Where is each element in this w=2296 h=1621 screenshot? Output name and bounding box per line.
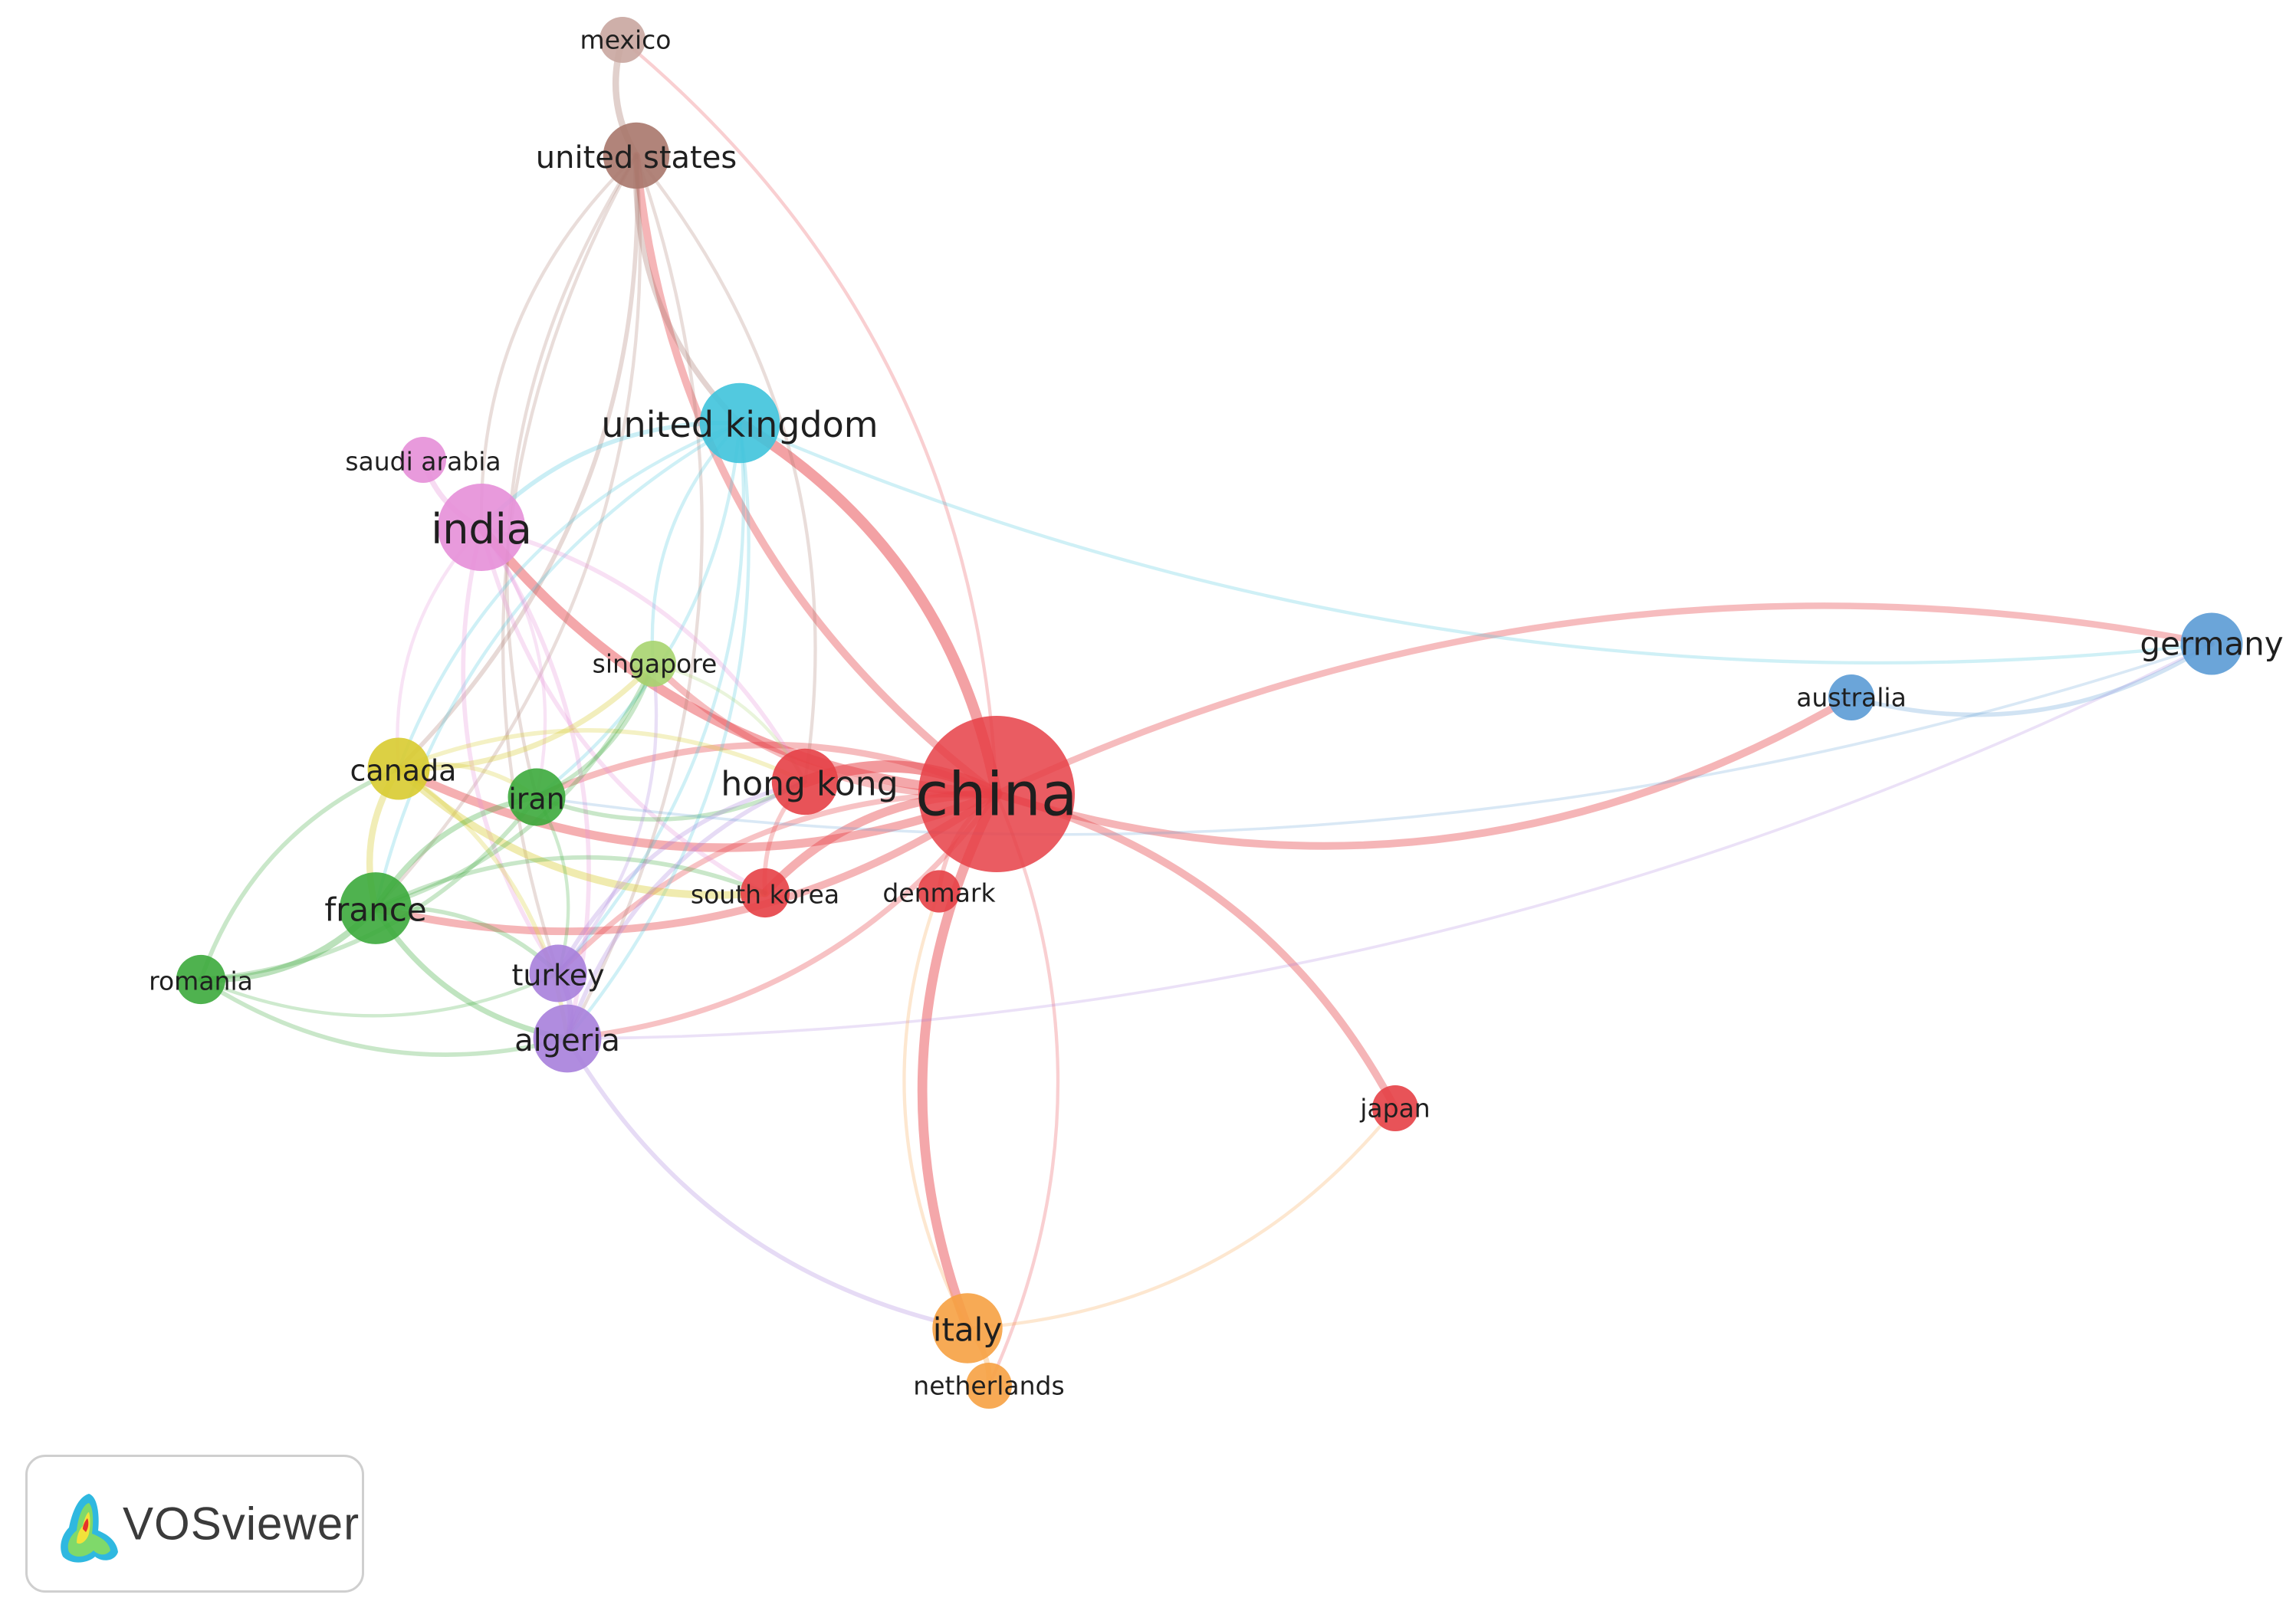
link-united_states-united_kingdom — [632, 153, 743, 426]
label-germany: germany — [2140, 625, 2283, 663]
link-algeria-germany — [566, 642, 2213, 1040]
node-india[interactable] — [438, 484, 525, 571]
node-netherlands[interactable] — [966, 1363, 1012, 1409]
link-india-hong_kong — [479, 525, 807, 784]
link-united_kingdom-france — [373, 421, 742, 911]
vosviewer-logo-text: VOSviewer — [123, 1498, 360, 1550]
link-turkey-hong_kong — [556, 779, 807, 976]
label-singapore: singapore — [593, 649, 718, 679]
link-china-mexico — [620, 38, 999, 796]
node-germany[interactable] — [2180, 612, 2243, 675]
link-united_kingdom-algeria — [565, 421, 751, 1041]
label-algeria: algeria — [514, 1023, 620, 1058]
link-china-germany — [993, 602, 2216, 798]
node-iran[interactable] — [507, 768, 566, 826]
link-china-india — [476, 522, 1002, 799]
label-canada: canada — [350, 753, 457, 787]
label-united-kingdom: united kingdom — [601, 404, 878, 445]
link-united_kingdom-turkey — [556, 421, 746, 976]
link-turkey-singapore — [556, 661, 659, 976]
link-china-italy — [917, 789, 1002, 1334]
label-australia: australia — [1796, 683, 1907, 713]
link-romania-turkey — [199, 971, 560, 1018]
vosviewer-density-logo-icon — [61, 1494, 118, 1563]
links-layer — [197, 36, 2216, 1389]
node-saudi-arabia[interactable] — [400, 437, 446, 483]
link-china-united_states — [632, 152, 1000, 798]
label-china: china — [915, 760, 1077, 829]
link-china-canada — [394, 764, 1001, 852]
link-italy-japan — [965, 1106, 1398, 1331]
link-canada-hong_kong — [396, 728, 807, 784]
link-united_states-iran — [505, 153, 639, 799]
label-italy: italy — [933, 1311, 1002, 1349]
label-iran: iran — [508, 782, 565, 815]
node-japan[interactable] — [1372, 1085, 1418, 1131]
link-china-france — [372, 790, 1000, 936]
label-hong-kong: hong kong — [721, 764, 898, 803]
link-china-australia — [993, 694, 1855, 850]
label-india: india — [431, 505, 532, 553]
node-france[interactable] — [340, 872, 412, 944]
node-china[interactable] — [918, 716, 1075, 872]
node-united-states[interactable] — [603, 122, 670, 189]
node-singapore[interactable] — [630, 641, 676, 687]
link-romania-algeria — [199, 977, 570, 1057]
label-romania: romania — [149, 966, 253, 996]
link-algeria-italy — [565, 1036, 970, 1331]
label-saudi-arabia: saudi arabia — [345, 447, 501, 477]
link-india-turkey — [461, 525, 560, 976]
link-romania-canada — [199, 766, 401, 982]
link-germany-iran — [535, 642, 2213, 836]
label-netherlands: netherlands — [913, 1371, 1064, 1401]
node-hong-kong[interactable] — [771, 748, 839, 815]
node-algeria[interactable] — [533, 1004, 602, 1073]
link-united_states-hong_kong — [634, 153, 817, 784]
node-australia[interactable] — [1828, 674, 1874, 720]
link-canada-south_korea — [395, 765, 769, 899]
label-japan: japan — [1359, 1094, 1430, 1124]
link-india-south_korea — [479, 525, 767, 895]
link-united_states-france — [373, 153, 642, 911]
label-france: france — [324, 891, 426, 929]
link-canada-singapore — [396, 661, 656, 772]
node-canada[interactable] — [367, 737, 430, 800]
node-united-kingdom[interactable] — [699, 382, 780, 464]
node-denmark[interactable] — [918, 870, 961, 913]
link-united_states-canada — [396, 153, 640, 771]
label-denmark: denmark — [882, 878, 996, 908]
label-united-states: united states — [536, 140, 737, 176]
vosviewer-logo: VOSviewer — [25, 1455, 364, 1593]
labels-layer: china india united kingdom united states mex… — [149, 25, 2283, 1401]
link-united_kingdom-canada — [396, 421, 742, 771]
link-algeria-hong_kong — [565, 779, 807, 1041]
node-romania[interactable] — [176, 954, 226, 1005]
node-turkey[interactable] — [529, 944, 587, 1002]
label-south-korea: south korea — [691, 880, 839, 910]
node-mexico[interactable] — [599, 17, 645, 63]
link-united_states-india — [479, 153, 639, 530]
link-united_kingdom-germany — [737, 421, 2214, 665]
label-turkey: turkey — [511, 958, 604, 992]
link-united_kingdom-iran — [534, 421, 742, 799]
link-australia-germany — [1849, 642, 2214, 717]
nodes-layer — [176, 17, 2243, 1409]
label-mexico: mexico — [580, 25, 672, 55]
link-italy-denmark — [902, 889, 970, 1331]
node-south-korea[interactable] — [740, 868, 790, 918]
link-france-south_korea — [373, 855, 767, 911]
link-united_states-algeria — [565, 153, 704, 1041]
node-italy[interactable] — [932, 1293, 1003, 1363]
link-iran-hong_kong — [534, 779, 807, 822]
link-china-netherlands — [987, 792, 1060, 1388]
